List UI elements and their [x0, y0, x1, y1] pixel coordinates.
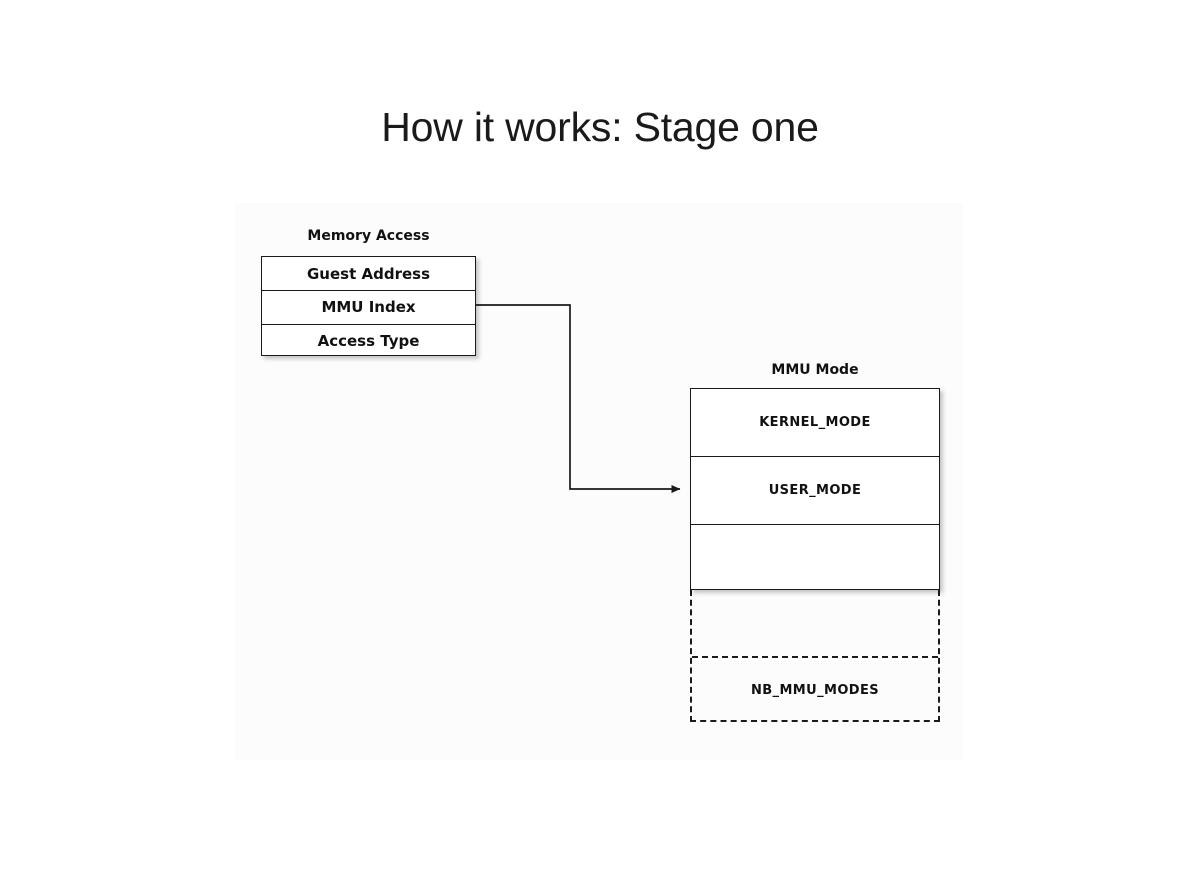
mmu-mode-row-kernel-mode: KERNEL_MODE	[759, 415, 871, 431]
mmu-mode-row-empty	[691, 523, 939, 591]
memory-access-box: Guest Address MMU Index Access Type	[261, 256, 476, 356]
mmu-mode-box: KERNEL_MODE USER_MODE	[690, 388, 940, 590]
memory-access-row-guest-address: Guest Address	[307, 264, 430, 283]
page-title: How it works: Stage one	[381, 104, 819, 150]
memory-access-row-access-type: Access Type	[262, 323, 475, 357]
mmu-mode-extension-box: NB_MMU_MODES	[690, 590, 940, 722]
mmu-mode-ext-row-empty	[692, 590, 938, 656]
memory-access-title: Memory Access	[307, 228, 430, 244]
memory-access-row-mmu-index: MMU Index	[262, 290, 475, 323]
mmu-mode-title: MMU Mode	[771, 362, 859, 378]
mmu-mode-ext-row-nb-mmu-modes: NB_MMU_MODES	[692, 656, 938, 722]
mmu-mode-row-user-mode: USER_MODE	[691, 456, 939, 523]
